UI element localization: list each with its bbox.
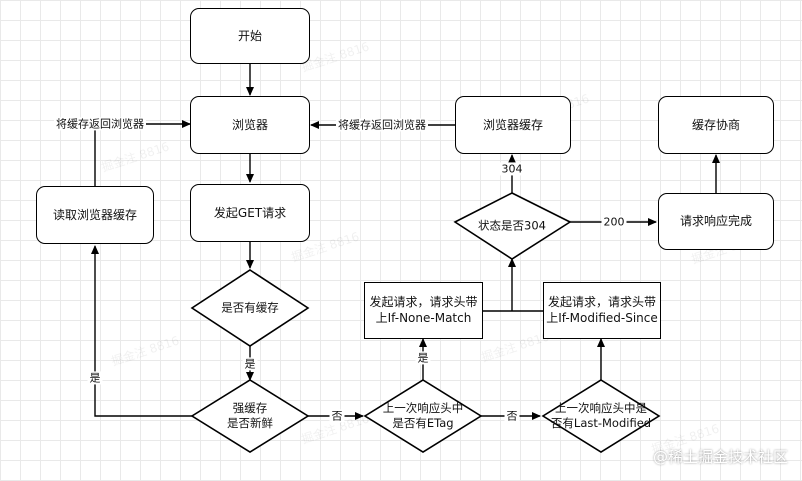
node-read-cache: 读取浏览器缓存 xyxy=(36,186,154,244)
node-request-if-none-match: 发起请求，请求头带 上If-None-Match xyxy=(364,282,483,339)
diamond-has-cache xyxy=(190,269,310,347)
edge-label-return-cache-right: 将缓存返回浏览器 xyxy=(336,118,428,132)
edge-read-cache-to-browser xyxy=(94,120,191,186)
diamond-has-etag-label: 上一次响应头中 是否有ETag xyxy=(382,401,464,430)
edge-label-return-cache-left: 将缓存返回浏览器 xyxy=(54,117,146,131)
diamond-status-304 xyxy=(453,192,572,260)
edge-label-200: 200 xyxy=(601,215,627,229)
edge-label-yes-fresh: 是 xyxy=(87,371,103,385)
diamond-strong-cache-label: 强缓存 是否新鲜 xyxy=(227,401,273,430)
edge-label-no-fresh: 否 xyxy=(329,409,345,423)
diamond-has-last-modified-label: 上一次响应头中是 否有Last-Modified xyxy=(550,401,652,430)
diamond-strong-cache xyxy=(190,379,310,453)
edge-label-yes-etag: 是 xyxy=(415,351,431,365)
watermark-corner: @稀土掘金技术社区 xyxy=(652,448,788,466)
diamond-has-etag xyxy=(363,379,483,453)
diamond-has-cache-label: 是否有缓存 xyxy=(221,300,279,315)
node-request-response-done: 请求响应完成 xyxy=(658,193,774,250)
node-send-get: 发起GET请求 xyxy=(190,184,310,242)
node-start: 开始 xyxy=(190,8,310,64)
node-request-if-modified-since: 发起请求，请求头带 上If-Modified-Since xyxy=(543,282,661,339)
edge-label-yes-has-cache: 是 xyxy=(242,357,258,371)
edge-label-no-etag: 否 xyxy=(504,409,520,423)
node-browser-cache: 浏览器缓存 xyxy=(455,96,571,154)
diamond-status-304-label: 状态是否304 xyxy=(478,218,546,233)
edge-fresh-yes-to-read-cache xyxy=(91,245,192,417)
node-cache-negotiation: 缓存协商 xyxy=(658,96,774,154)
diamond-has-last-modified xyxy=(541,379,661,453)
node-browser: 浏览器 xyxy=(190,96,310,154)
edge-label-304: 304 xyxy=(499,162,525,176)
